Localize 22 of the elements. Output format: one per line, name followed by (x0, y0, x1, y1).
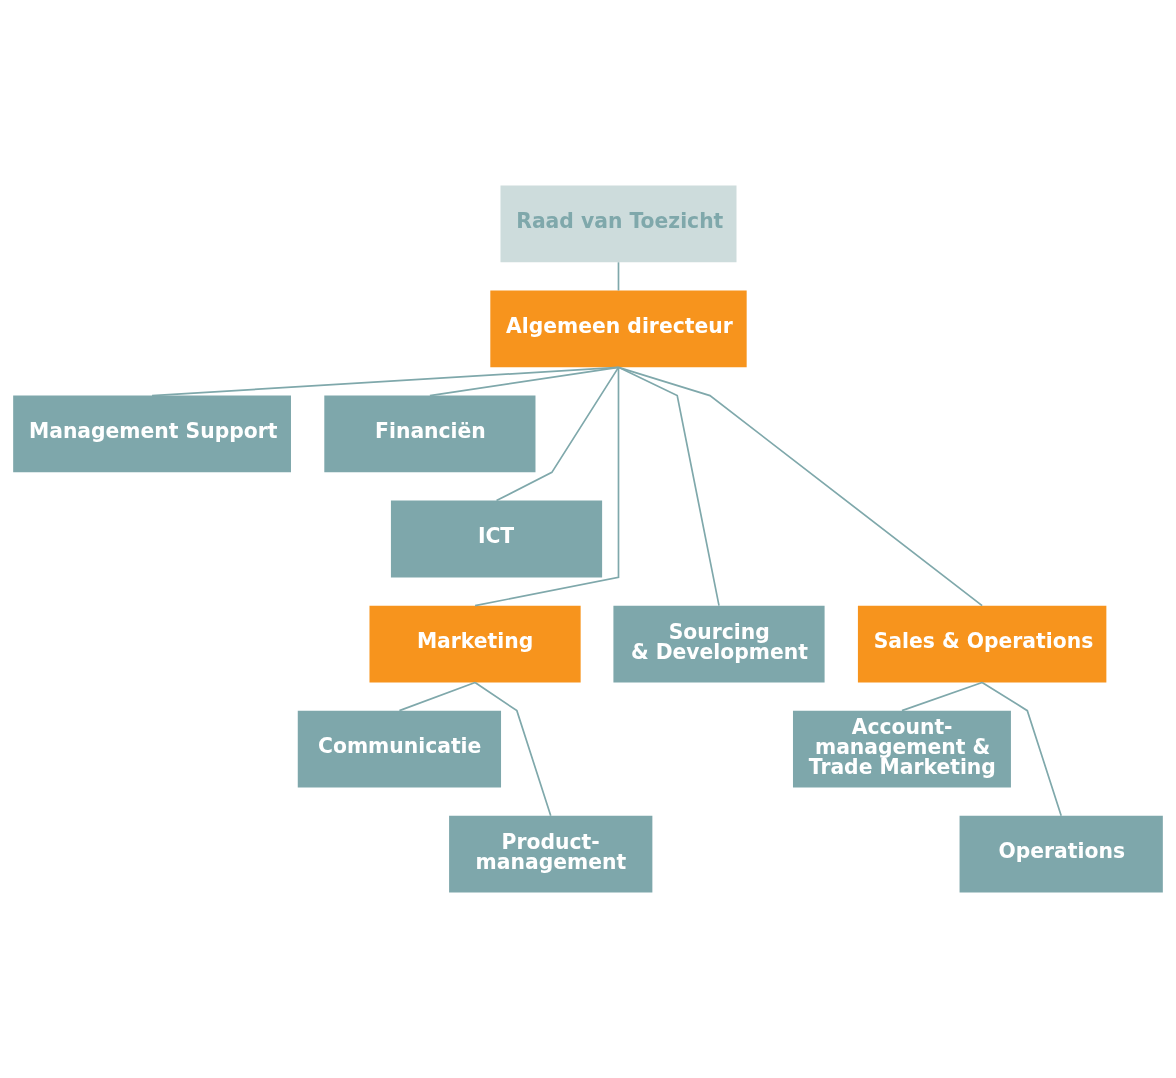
node-box: Operations (959, 815, 1163, 893)
connector (617, 261, 620, 292)
connector (429, 366, 620, 397)
connector (398, 681, 476, 712)
node-box: ICT (390, 500, 603, 578)
node-box: Raad van Toezicht (500, 185, 737, 263)
node-box: Communicatie (297, 710, 502, 788)
connector (981, 681, 1063, 817)
connector (474, 366, 620, 607)
connector (901, 681, 983, 712)
node-box: Account- management & Trade Marketing (792, 710, 1011, 788)
node-box: Management Support (13, 395, 291, 473)
connector (495, 366, 620, 502)
node-box: Product- management (449, 815, 653, 893)
connector (617, 366, 983, 607)
node-box: Sales & Operations (857, 605, 1107, 683)
node-box: Marketing (369, 605, 581, 683)
connector (474, 681, 552, 817)
node-box: Financiën (324, 395, 536, 473)
node-box: Algemeen directeur (490, 290, 747, 368)
node-box: Sourcing & Development (613, 605, 825, 683)
connector (151, 366, 620, 397)
